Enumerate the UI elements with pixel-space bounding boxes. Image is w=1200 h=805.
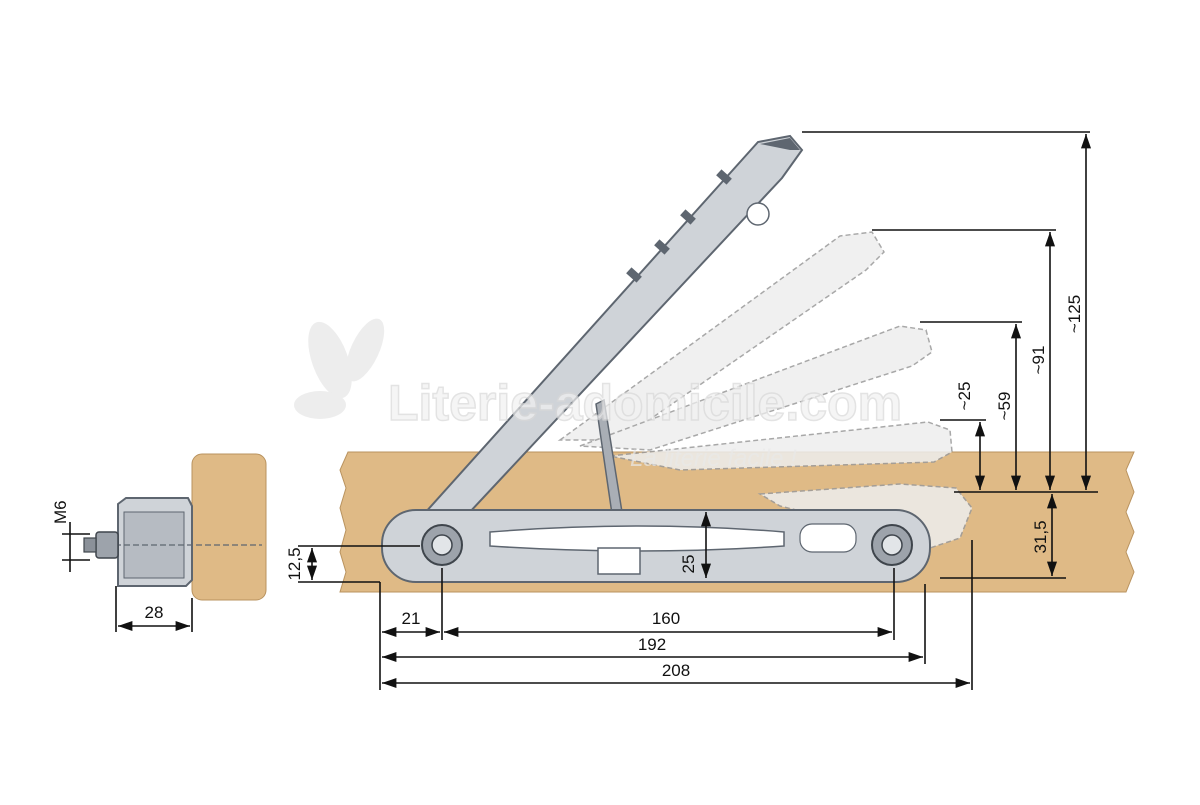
label-lift-59: ~59 (995, 392, 1014, 421)
label-m6: M6 (51, 500, 70, 524)
watermark-tagline: La literie facile ! (630, 445, 797, 472)
label-31-5: 31,5 (1031, 520, 1050, 553)
label-21: 21 (402, 609, 421, 628)
lever-arm (421, 134, 804, 515)
ghost-arm-91 (557, 231, 885, 441)
label-25: 25 (679, 555, 698, 574)
label-lift-125: ~125 (1065, 295, 1084, 333)
label-28: 28 (145, 603, 164, 622)
label-208: 208 (662, 661, 690, 680)
label-192: 192 (638, 635, 666, 654)
watermark: Literie-adomicile.com La literie facile … (294, 318, 903, 472)
label-160: 160 (652, 609, 680, 628)
rivet-right (871, 524, 913, 566)
leaf-logo-icon (294, 318, 385, 419)
base-plate (381, 509, 931, 583)
rivet-left (421, 524, 463, 566)
label-lift-91: ~91 (1029, 346, 1048, 375)
label-lift-25: ~25 (955, 382, 974, 411)
ghost-arm-59 (579, 325, 933, 451)
end-view-wood-block (191, 453, 267, 601)
watermark-brand: Literie-adomicile.com (388, 375, 902, 431)
ghost-arm-25 (609, 421, 953, 471)
m6-bolt-nut (83, 531, 119, 559)
end-view-bracket (106, 497, 262, 587)
label-12-5: 12,5 (285, 547, 304, 580)
dimension-lines (62, 131, 1098, 690)
